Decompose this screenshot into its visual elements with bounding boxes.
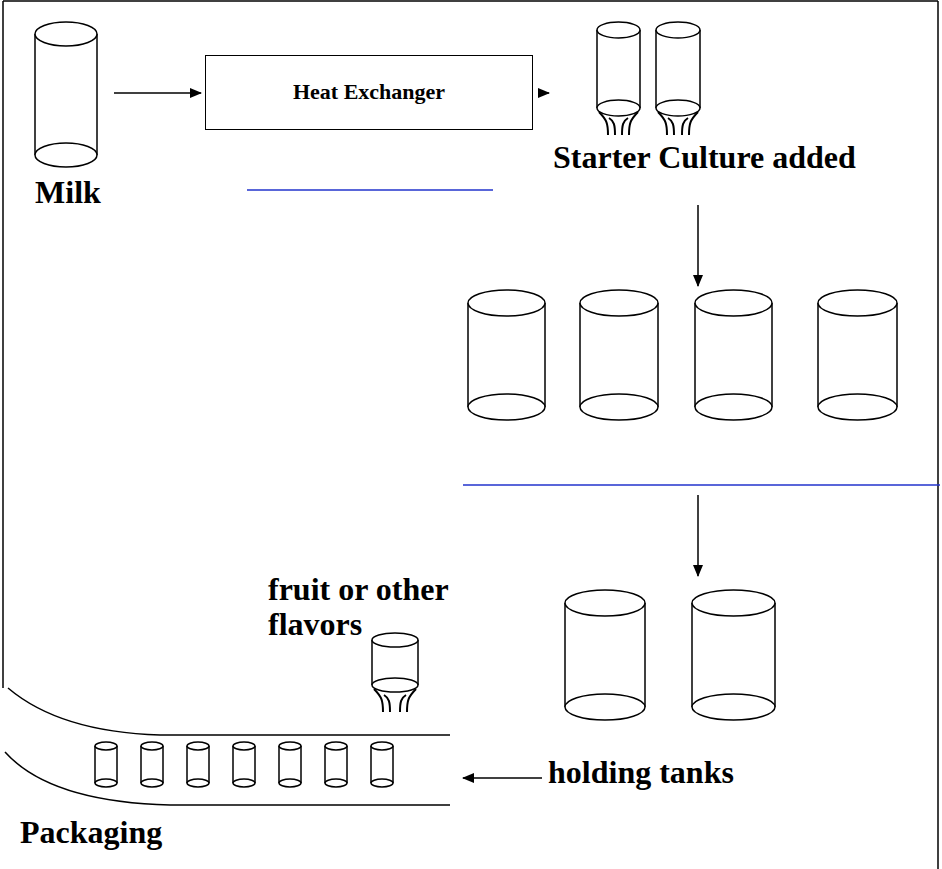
node-label: fruit or other flavors xyxy=(268,572,503,642)
tank xyxy=(818,290,897,420)
cup xyxy=(95,742,117,787)
funnel-legs xyxy=(599,112,638,135)
flow-arrow xyxy=(539,92,549,94)
frame-left xyxy=(2,1,4,688)
starter-culture-tanks: Starter Culture added xyxy=(553,18,917,180)
tank xyxy=(468,290,545,420)
blue-rule xyxy=(247,189,493,191)
node-label: Packaging xyxy=(20,815,459,850)
cup xyxy=(187,742,209,787)
node-label: holding tanks xyxy=(548,755,822,790)
milk-tank: Milk xyxy=(28,20,108,215)
flow-arrow xyxy=(463,777,542,779)
tank xyxy=(695,290,772,420)
frame-top xyxy=(3,0,938,2)
conveyor xyxy=(5,688,450,805)
node-label: Starter Culture added xyxy=(553,140,917,175)
tank xyxy=(656,22,700,116)
cup xyxy=(325,742,347,787)
cup xyxy=(141,742,163,787)
fermentation-tanks xyxy=(468,290,897,420)
cup xyxy=(233,742,255,787)
node-label: Heat Exchanger xyxy=(293,80,445,104)
cup xyxy=(279,742,301,787)
flow-arrow xyxy=(114,92,201,94)
tank xyxy=(565,590,645,720)
node-label: Milk xyxy=(28,175,108,210)
flow-arrow xyxy=(697,495,699,576)
tank xyxy=(597,22,640,116)
tank xyxy=(372,633,418,692)
packaging-line: Packaging xyxy=(0,680,459,862)
funnel-legs xyxy=(374,689,416,712)
frame xyxy=(3,1,938,869)
flow-arrow xyxy=(697,205,699,286)
flavor-tank: fruit or other flavors xyxy=(268,572,508,717)
funnel-legs xyxy=(658,112,698,135)
tank xyxy=(692,590,775,720)
cup xyxy=(371,742,393,787)
holding-tanks: holding tanks xyxy=(548,585,822,803)
process-box: Heat Exchanger xyxy=(205,55,533,130)
frame-right xyxy=(937,1,939,869)
blue-rule xyxy=(463,484,940,486)
tank xyxy=(580,290,658,420)
tank xyxy=(35,22,97,167)
